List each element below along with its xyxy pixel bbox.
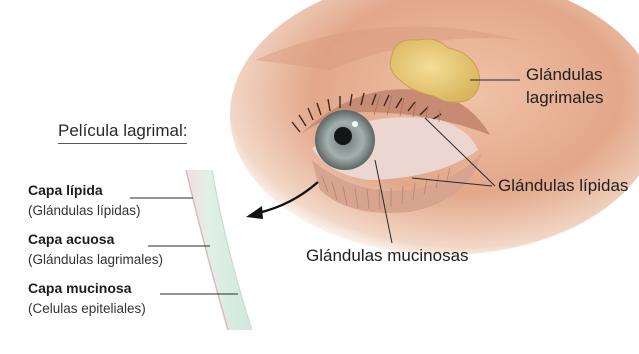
film-title: Película lagrimal: xyxy=(58,121,187,144)
eye-highlight xyxy=(352,121,358,127)
layer-lipid-source: (Glándulas lípidas) xyxy=(28,203,141,218)
layer-aqueous-source: (Glándulas lagrimales) xyxy=(28,252,163,267)
tear-film-arc xyxy=(186,170,252,330)
label-mucin-glands: Glándulas mucinosas xyxy=(306,246,469,266)
layer-mucin-name: Capa mucinosa xyxy=(28,280,131,296)
layer-lipid-name: Capa lípida xyxy=(28,182,103,198)
layer-mucin-source: (Celulas epiteliales) xyxy=(28,301,146,316)
label-lacrimal-line2: lagrimales xyxy=(526,88,603,108)
layer-aqueous-name: Capa acuosa xyxy=(28,231,114,247)
label-lipid-glands: Glándulas lípidas xyxy=(498,176,628,196)
label-lacrimal-line1: Glándulas xyxy=(526,65,603,85)
tear-film-band xyxy=(186,170,252,330)
pupil xyxy=(334,127,352,145)
